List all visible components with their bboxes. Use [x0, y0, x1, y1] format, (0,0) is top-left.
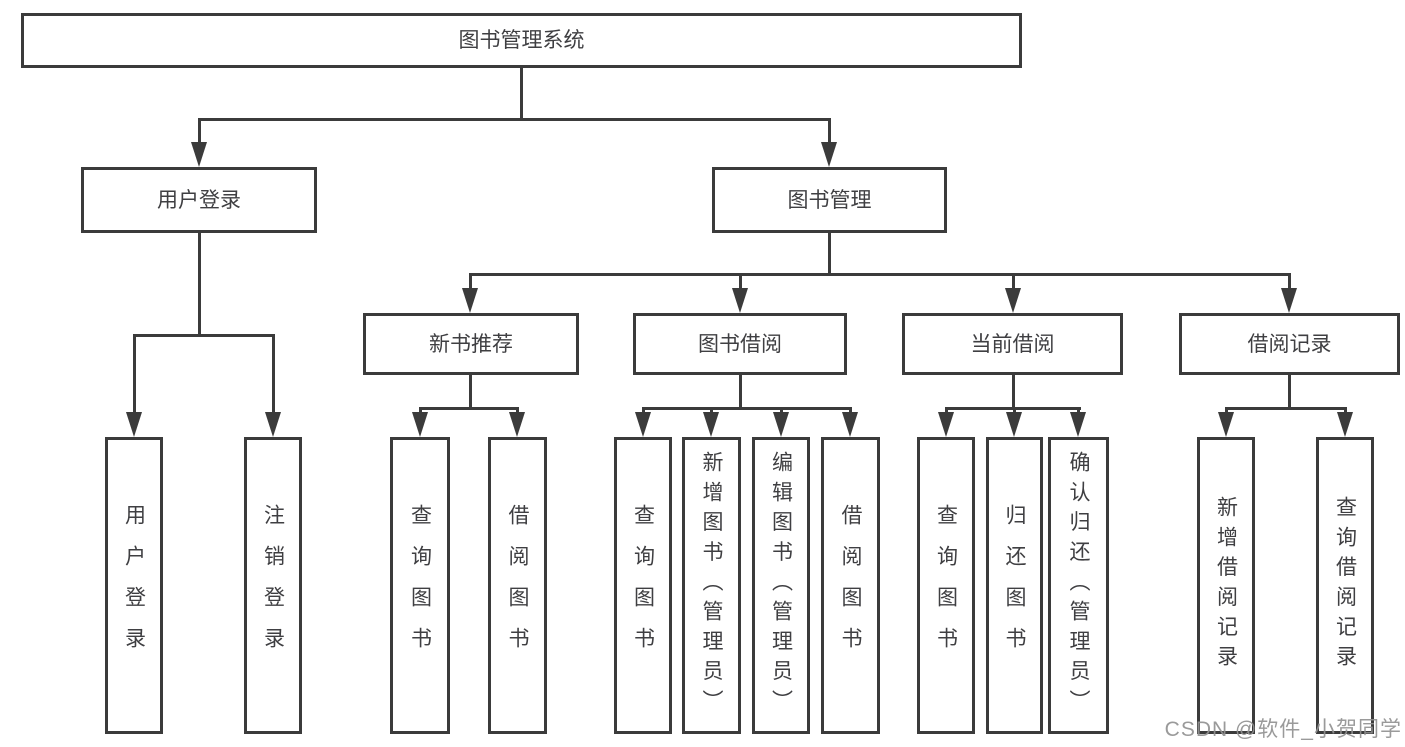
connector-recommend-stem	[469, 375, 472, 407]
arrow-down-icon	[1070, 412, 1086, 437]
leaf-query-books-borrow: 查询图书	[614, 437, 672, 734]
connector-drop-borrow-record	[1288, 273, 1291, 290]
connector-drop-new-book	[469, 273, 472, 290]
node-book-borrow: 图书借阅	[633, 313, 847, 375]
connector-drop	[710, 407, 713, 414]
node-label: 图书借阅	[698, 332, 782, 356]
node-label: 借阅记录	[1247, 332, 1332, 356]
arrow-down-icon	[1337, 412, 1353, 437]
connector-record-bar	[1225, 407, 1347, 410]
leaf-confirm-return-admin: 确认归还（管理员）	[1048, 437, 1109, 734]
arrow-down-icon	[842, 412, 858, 437]
leaf-label: 注销登录	[261, 503, 285, 668]
leaf-label: 新增借阅记录	[1214, 496, 1238, 675]
arrow-down-icon	[1006, 412, 1022, 437]
connector-drop	[642, 407, 645, 414]
node-label: 新书推荐	[429, 332, 513, 356]
connector-drop-book-management	[828, 118, 831, 144]
leaf-label: 确认归还（管理员）	[1067, 451, 1090, 720]
connector-drop	[516, 407, 519, 414]
leaf-query-borrow-record: 查询借阅记录	[1316, 437, 1374, 734]
connector-drop	[1013, 407, 1016, 414]
connector-drop	[419, 407, 422, 414]
connector-drop	[780, 407, 783, 414]
leaf-label: 用户登录	[122, 503, 146, 668]
arrow-down-icon	[1281, 288, 1297, 313]
leaf-query-books-current: 查询图书	[917, 437, 975, 734]
connector-root-bar	[198, 118, 831, 121]
leaf-query-books-recommend: 查询图书	[390, 437, 450, 734]
connector-drop	[945, 407, 948, 414]
node-label: 当前借阅	[970, 332, 1055, 356]
node-new-book-recommend: 新书推荐	[363, 313, 579, 375]
arrow-down-icon	[1005, 288, 1021, 313]
connector-current-stem	[1012, 375, 1015, 407]
connector-drop-leaf-logout	[272, 334, 275, 414]
node-book-management: 图书管理	[712, 167, 947, 233]
connector-drop-user-login	[198, 118, 201, 144]
connector-drop-leaf-user-login	[133, 334, 136, 414]
leaf-borrow-books: 借阅图书	[821, 437, 880, 734]
connector-drop	[849, 407, 852, 414]
leaf-logout: 注销登录	[244, 437, 302, 734]
connector-drop	[1225, 407, 1228, 414]
arrow-down-icon	[265, 412, 281, 437]
arrow-down-icon	[509, 412, 525, 437]
connector-book-management-bar	[469, 273, 1291, 276]
leaf-label: 编辑图书（管理员）	[769, 451, 793, 720]
leaf-borrow-books-recommend: 借阅图书	[488, 437, 547, 734]
node-label: 图书管理系统	[458, 29, 585, 52]
leaf-label: 查询图书	[408, 503, 432, 668]
node-root-library-management-system: 图书管理系统	[21, 13, 1022, 68]
leaf-return-books: 归还图书	[986, 437, 1043, 734]
leaf-label: 借阅图书	[506, 503, 529, 668]
arrow-down-icon	[703, 412, 719, 437]
node-label: 图书管理	[787, 188, 872, 212]
connector-record-stem	[1288, 375, 1291, 407]
leaf-label: 新增图书（管理员）	[700, 451, 723, 720]
leaf-label: 查询借阅记录	[1333, 496, 1357, 675]
leaf-label: 查询图书	[631, 503, 655, 668]
node-label: 用户登录	[157, 188, 241, 212]
connector-user-login-bar	[133, 334, 275, 337]
connector-borrow-bar	[642, 407, 852, 410]
connector-user-login-stem	[198, 233, 201, 334]
arrow-down-icon	[732, 288, 748, 313]
arrow-down-icon	[773, 412, 789, 437]
connector-drop	[1077, 407, 1080, 414]
leaf-edit-books-admin: 编辑图书（管理员）	[752, 437, 810, 734]
leaf-label: 归还图书	[1003, 503, 1026, 668]
arrow-down-icon	[126, 412, 142, 437]
connector-drop-current-borrow	[1012, 273, 1015, 290]
leaf-add-books-admin: 新增图书（管理员）	[682, 437, 741, 734]
connector-drop	[1344, 407, 1347, 414]
csdn-watermark: CSDN @软件_小贺同学	[1164, 718, 1402, 741]
arrow-down-icon	[635, 412, 651, 437]
connector-drop-book-borrow	[739, 273, 742, 290]
node-borrow-record: 借阅记录	[1179, 313, 1400, 375]
connector-borrow-stem	[739, 375, 742, 407]
node-user-login: 用户登录	[81, 167, 317, 233]
arrow-down-icon	[191, 142, 207, 167]
arrow-down-icon	[938, 412, 954, 437]
leaf-add-borrow-record: 新增借阅记录	[1197, 437, 1255, 734]
arrow-down-icon	[412, 412, 428, 437]
leaf-label: 借阅图书	[839, 503, 862, 668]
leaf-label: 查询图书	[934, 503, 958, 668]
connector-root-stem	[520, 68, 523, 118]
node-current-borrow: 当前借阅	[902, 313, 1123, 375]
arrow-down-icon	[462, 288, 478, 313]
leaf-user-login: 用户登录	[105, 437, 163, 734]
connector-book-management-stem	[828, 233, 831, 273]
arrow-down-icon	[1218, 412, 1234, 437]
connector-recommend-bar	[419, 407, 519, 410]
arrow-down-icon	[821, 142, 837, 167]
